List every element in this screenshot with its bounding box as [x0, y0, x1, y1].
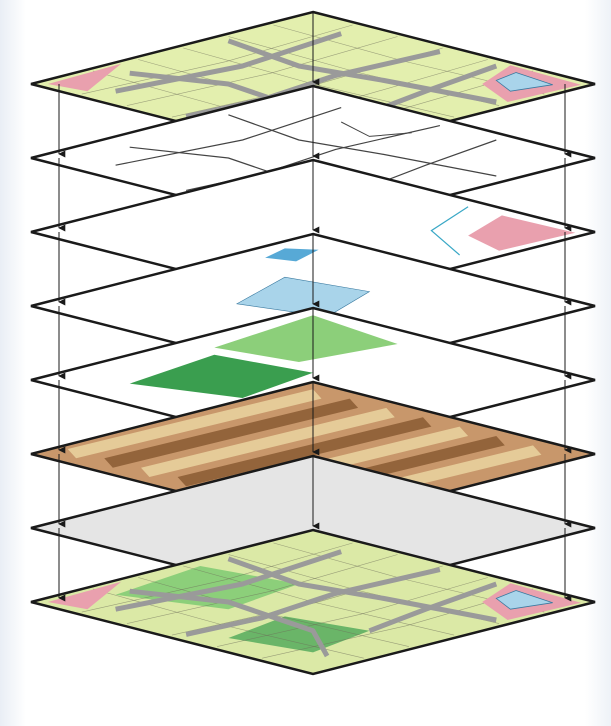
layer-composite-bottom [31, 530, 595, 674]
